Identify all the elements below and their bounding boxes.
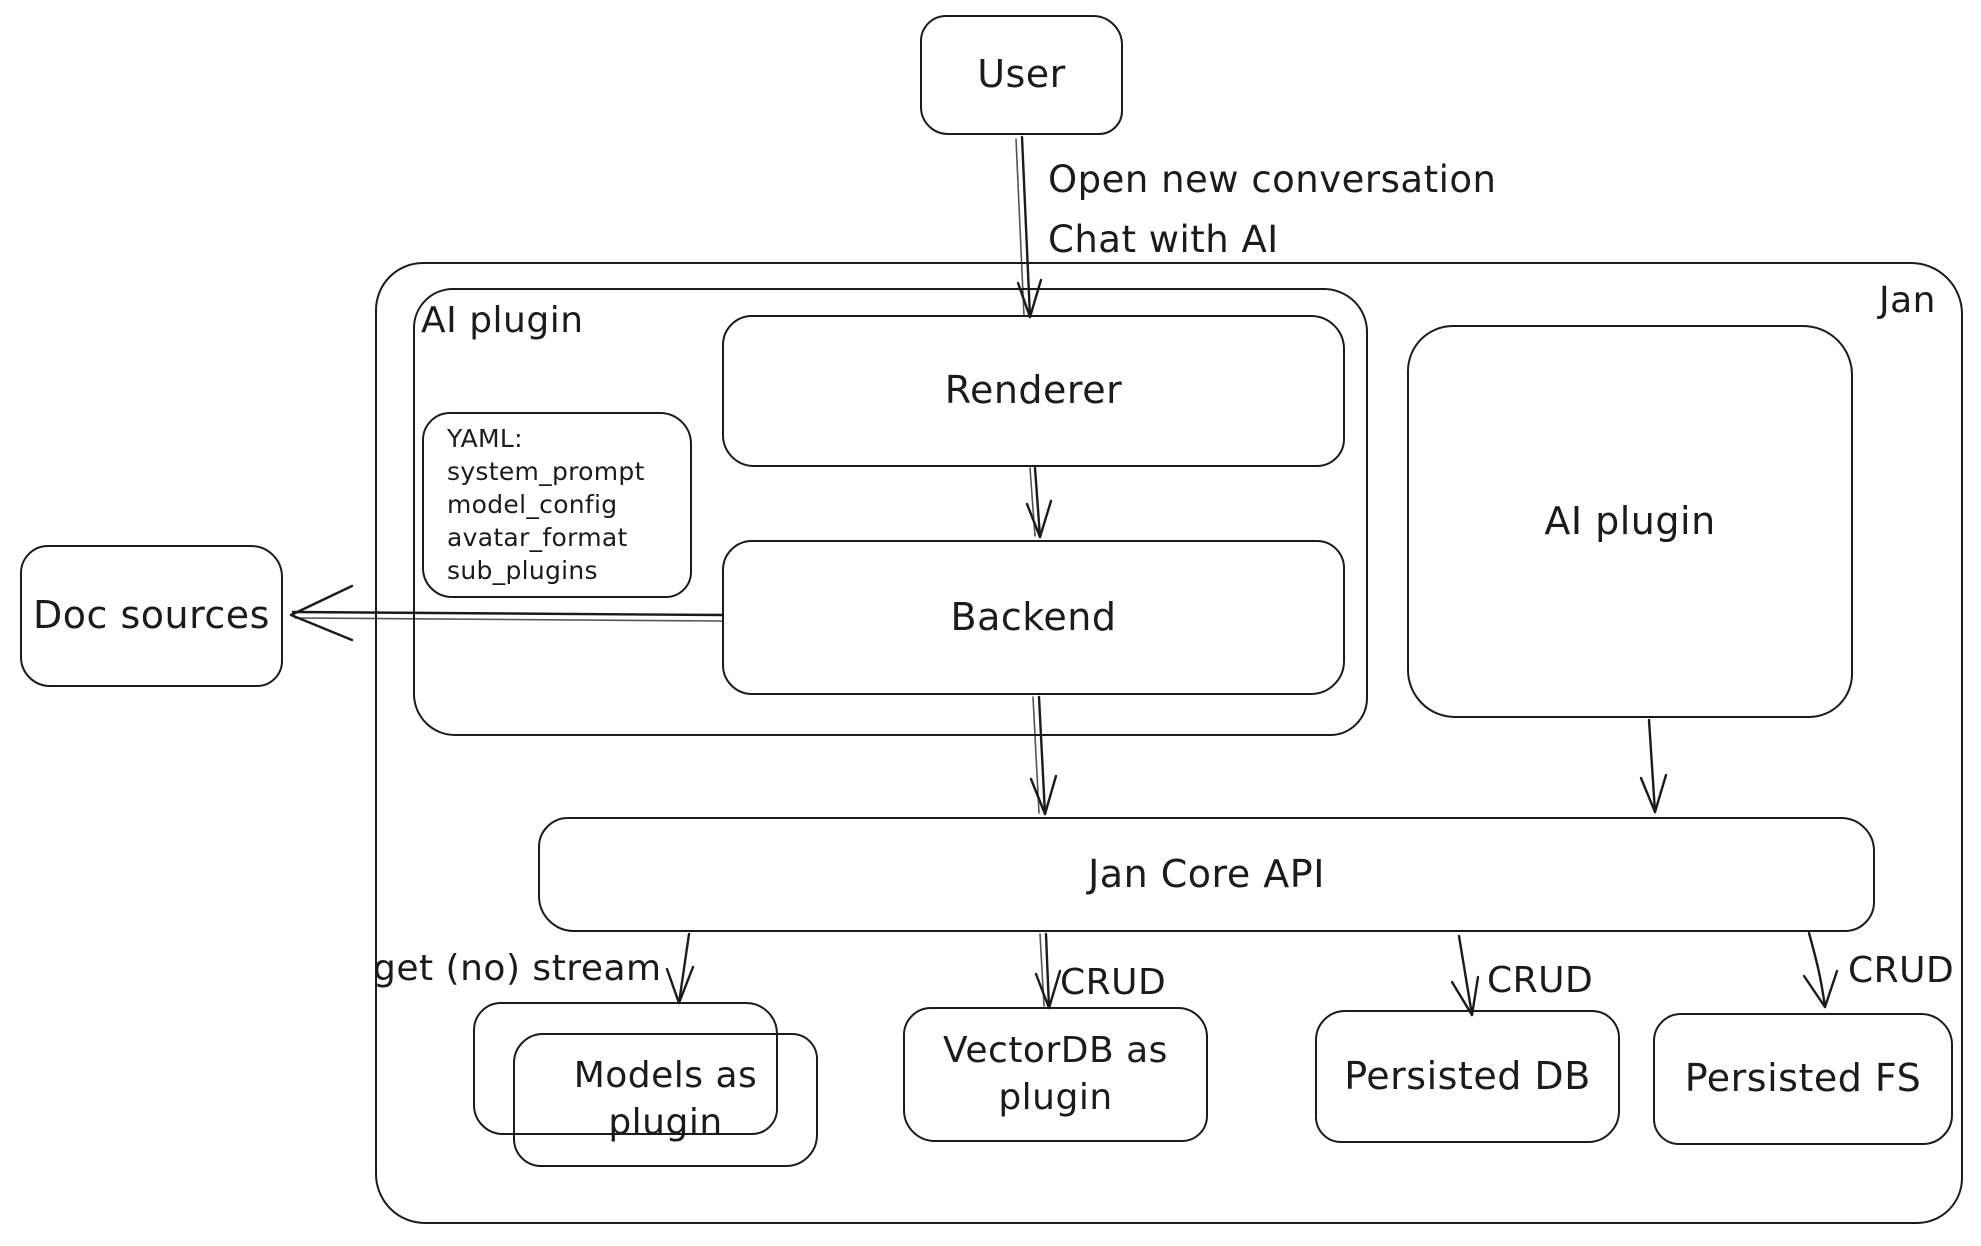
yaml-line: model_config [447,490,618,519]
node-user-label: User [977,52,1066,97]
yaml-line: system_prompt [447,457,645,486]
node-yaml-note-text: YAML: system_prompt model_config avatar_… [447,422,645,587]
node-backend: Backend [722,540,1345,695]
edge-crud-vectordb-label: CRUD [1060,962,1167,1003]
node-ai-plugin-right: AI plugin [1407,325,1853,718]
node-renderer: Renderer [722,315,1345,467]
node-backend-label: Backend [950,594,1117,639]
node-models-as-plugin: Models as plugin [513,1033,818,1167]
edge-label-line: Chat with AI [1048,218,1279,261]
edge-crud-persisted-db-label: CRUD [1487,960,1594,1001]
node-persisted-fs: Persisted FS [1653,1013,1953,1145]
node-models-as-plugin-label-line1: Models as [573,1055,758,1097]
node-jan-container: Jan [375,262,1963,1224]
node-vectordb-as-plugin-label-line2: plugin [998,1076,1113,1118]
edge-user-to-renderer-label: Open new conversation Chat with AI [1048,150,1496,270]
node-models-as-plugin-label-line2: plugin [608,1102,723,1143]
node-yaml-note: YAML: system_prompt model_config avatar_… [422,412,692,598]
node-renderer-label: Renderer [944,368,1123,413]
node-doc-sources: Doc sources [20,545,283,687]
node-persisted-fs-label: Persisted FS [1684,1056,1922,1101]
node-user: User [920,15,1123,135]
node-persisted-db-label: Persisted DB [1344,1053,1591,1098]
node-ai-plugin-container-label: AI plugin [421,300,584,341]
node-models-as-plugin-backdrop [473,1002,778,1135]
yaml-line: sub_plugins [447,556,598,585]
node-jan-core-api: Jan Core API [538,817,1875,932]
edge-crud-persisted-fs-label: CRUD [1848,950,1955,991]
node-persisted-db: Persisted DB [1315,1010,1620,1143]
node-vectordb-as-plugin: VectorDB as plugin [903,1007,1208,1142]
edge-label-line: Open new conversation [1048,158,1497,201]
node-vectordb-as-plugin-label-line1: VectorDB as [943,1029,1168,1071]
yaml-line: YAML: [447,424,523,453]
yaml-line: avatar_format [447,523,628,552]
node-jan-container-label: Jan [1879,280,1936,321]
edge-get-no-stream-label: get (no) stream [373,948,662,989]
node-ai-plugin-right-label: AI plugin [1544,498,1716,543]
node-doc-sources-label: Doc sources [33,593,270,638]
node-jan-core-api-label: Jan Core API [1088,851,1325,896]
node-ai-plugin-container: AI plugin [413,288,1368,736]
